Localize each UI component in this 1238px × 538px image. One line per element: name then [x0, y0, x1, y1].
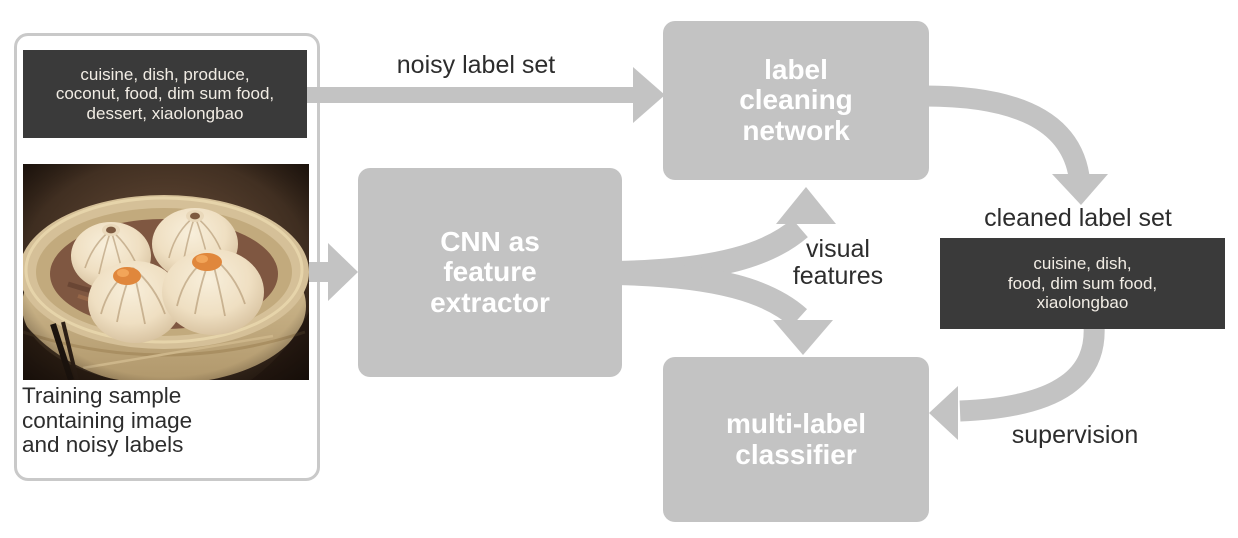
- supervision-label: supervision: [1011, 421, 1139, 449]
- noisy-labels-line: cuisine, dish, produce,: [80, 64, 250, 84]
- label-cleaning-node-line: label: [764, 53, 828, 85]
- training-image: [23, 164, 309, 380]
- cnn-node: CNN as feature extractor: [358, 168, 622, 377]
- label-cleaning-node: label cleaning network: [663, 21, 929, 180]
- noisy-labels-line: dessert, xiaolongbao: [86, 103, 244, 123]
- image-to-cnn-arrow: [305, 243, 358, 301]
- cleaned-label-arrow: [924, 85, 1108, 205]
- cleaned-labels-box: cuisine, dish, food, dim sum food, xiaol…: [940, 238, 1225, 329]
- cleaned-labels-line: food, dim sum food,: [1007, 273, 1158, 293]
- training-caption-line: containing image: [22, 407, 193, 433]
- cnn-node-line: CNN as: [440, 225, 540, 257]
- noisy-labels-line: coconut, food, dim sum food,: [55, 84, 275, 104]
- training-caption-line: Training sample: [22, 383, 182, 408]
- noisy-label-arrow: [306, 67, 665, 123]
- visual-features-line: visual: [806, 235, 870, 263]
- noisy-label-set-label: noisy label set: [396, 51, 556, 79]
- visual-features-line: features: [792, 262, 884, 290]
- training-caption: Training sample containing image and noi…: [22, 383, 302, 458]
- cnn-node-line: extractor: [430, 286, 550, 318]
- cleaned-labels-line: xiaolongbao: [1036, 293, 1129, 313]
- cnn-node-line: feature: [443, 256, 537, 288]
- label-cleaning-node-line: cleaning: [739, 84, 853, 116]
- noisy-labels-box: cuisine, dish, produce, coconut, food, d…: [23, 50, 307, 138]
- training-caption-line: and noisy labels: [22, 432, 184, 457]
- cleaned-label-set-label: cleaned label set: [984, 204, 1172, 232]
- label-cleaning-node-line: network: [742, 114, 850, 146]
- visual-features-fork-arrow: [614, 187, 836, 355]
- classifier-node-line: multi-label: [725, 408, 866, 439]
- cleaned-labels-line: cuisine, dish,: [1033, 254, 1132, 274]
- classifier-node-line: classifier: [735, 438, 857, 470]
- multi-label-classifier-node: multi-label classifier: [663, 357, 929, 522]
- visual-features-label: visual features: [748, 236, 928, 290]
- supervision-arrow: [929, 324, 1105, 440]
